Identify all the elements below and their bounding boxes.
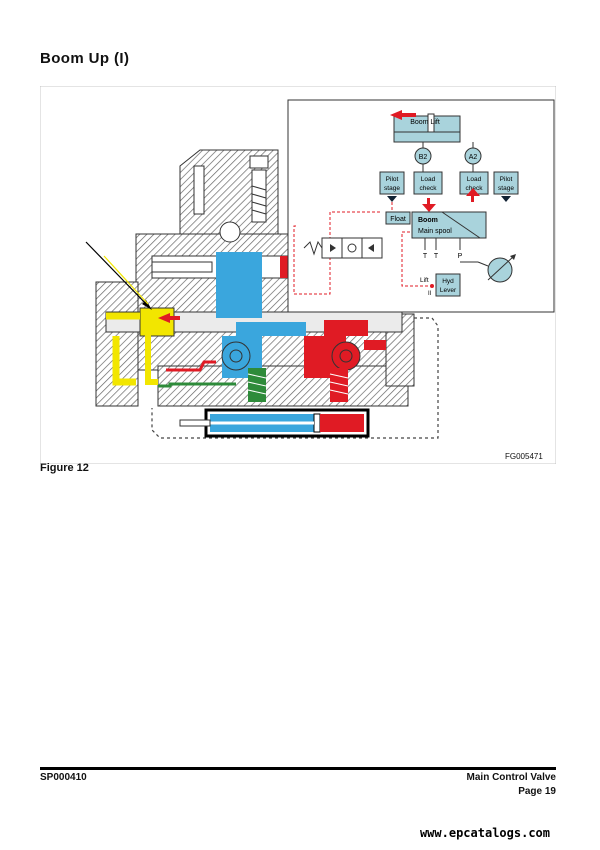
load-check-right-2: check — [466, 185, 484, 192]
page-title: Boom Up (I) — [40, 50, 130, 67]
roman-two-label: II — [428, 291, 432, 297]
figure-caption: Figure 12 — [40, 462, 89, 474]
hydraulic-figure: Boom Lift B2 A2 Pilot stage Load check L… — [40, 86, 556, 464]
float-label: Float — [390, 216, 406, 223]
port-a2: A2 — [469, 154, 478, 161]
load-check-left-1: Load — [421, 176, 436, 183]
main-spool-label: Main spool — [418, 228, 452, 235]
port-t1: T — [423, 253, 428, 260]
document-code: SP000410 — [40, 772, 87, 783]
pilot-stage-left-1: Pilot — [386, 176, 399, 183]
footer-rule — [40, 767, 556, 770]
boom-label: Boom — [418, 217, 438, 224]
pilot-stage-right-1: Pilot — [500, 176, 513, 183]
section-title: Main Control Valve — [466, 772, 556, 783]
figure-code: FG005471 — [505, 452, 543, 461]
page-number: Page 19 — [518, 786, 556, 797]
load-check-right-1: Load — [467, 176, 482, 183]
watermark-url: www.epcatalogs.com — [419, 826, 550, 840]
pilot-stage-left-2: stage — [384, 185, 400, 192]
port-b2: B2 — [419, 154, 428, 161]
boom-lift-label: Boom Lift — [410, 119, 440, 126]
hyd-lever-1: Hyd — [442, 278, 454, 285]
port-p: P — [458, 253, 463, 260]
lift-label: Lift — [420, 277, 429, 284]
valve-cross-section — [85, 149, 439, 439]
circuit-schematic: Boom Lift B2 A2 Pilot stage Load check L… — [287, 99, 555, 313]
pilot-stage-right-2: stage — [498, 185, 514, 192]
port-t2: T — [434, 253, 439, 260]
hyd-lever-2: Lever — [440, 287, 457, 294]
load-check-left-2: check — [420, 185, 438, 192]
